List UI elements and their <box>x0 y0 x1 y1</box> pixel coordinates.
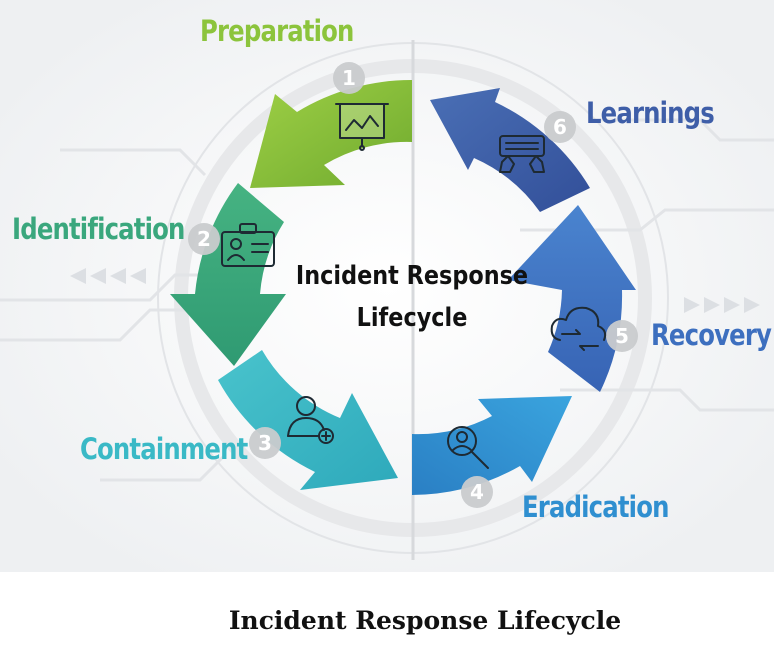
badge-number-6: 6 <box>553 115 567 139</box>
badge-2 <box>188 223 220 255</box>
label-learnings: Learnings <box>586 96 715 130</box>
figure-caption: Incident Response Lifecycle <box>228 606 622 635</box>
label-eradication: Eradication <box>522 490 669 524</box>
center-title: Incident Response Lifecycle <box>292 255 533 339</box>
user-add-icon <box>287 396 334 444</box>
center-title-line1: Incident Response <box>295 261 529 291</box>
badge-number-1: 1 <box>342 66 356 90</box>
label-preparation: Preparation <box>200 14 354 48</box>
arrow-eradication <box>412 396 572 495</box>
chevron-decoration-right <box>684 297 760 313</box>
badge-4 <box>461 476 493 508</box>
presentation-board-icon <box>335 103 389 151</box>
badge-number-5: 5 <box>615 324 629 348</box>
keyboard-hands-icon <box>499 135 545 173</box>
label-identification: Identification <box>12 212 185 246</box>
number-badges <box>188 62 638 508</box>
id-badge-icon <box>221 223 275 267</box>
cloud-sync-icon <box>550 306 607 351</box>
badge-1 <box>333 62 365 94</box>
arrow-containment <box>218 350 398 490</box>
badge-5 <box>606 320 638 352</box>
badge-number-3: 3 <box>258 431 272 455</box>
chevron-decoration-left <box>70 268 146 284</box>
label-containment: Containment <box>80 432 248 466</box>
badge-number-4: 4 <box>470 480 484 504</box>
label-recovery: Recovery <box>651 318 772 352</box>
center-title-line2: Lifecycle <box>356 303 468 333</box>
user-search-icon <box>447 426 489 469</box>
badge-3 <box>249 427 281 459</box>
lifecycle-diagram: 1 2 3 4 5 6 <box>0 0 774 572</box>
diagram-canvas: 1 2 3 4 5 6 <box>0 0 774 572</box>
arrow-recovery <box>508 205 636 392</box>
badge-6 <box>544 111 576 143</box>
badge-number-2: 2 <box>197 227 211 251</box>
arrow-preparation <box>250 79 412 188</box>
